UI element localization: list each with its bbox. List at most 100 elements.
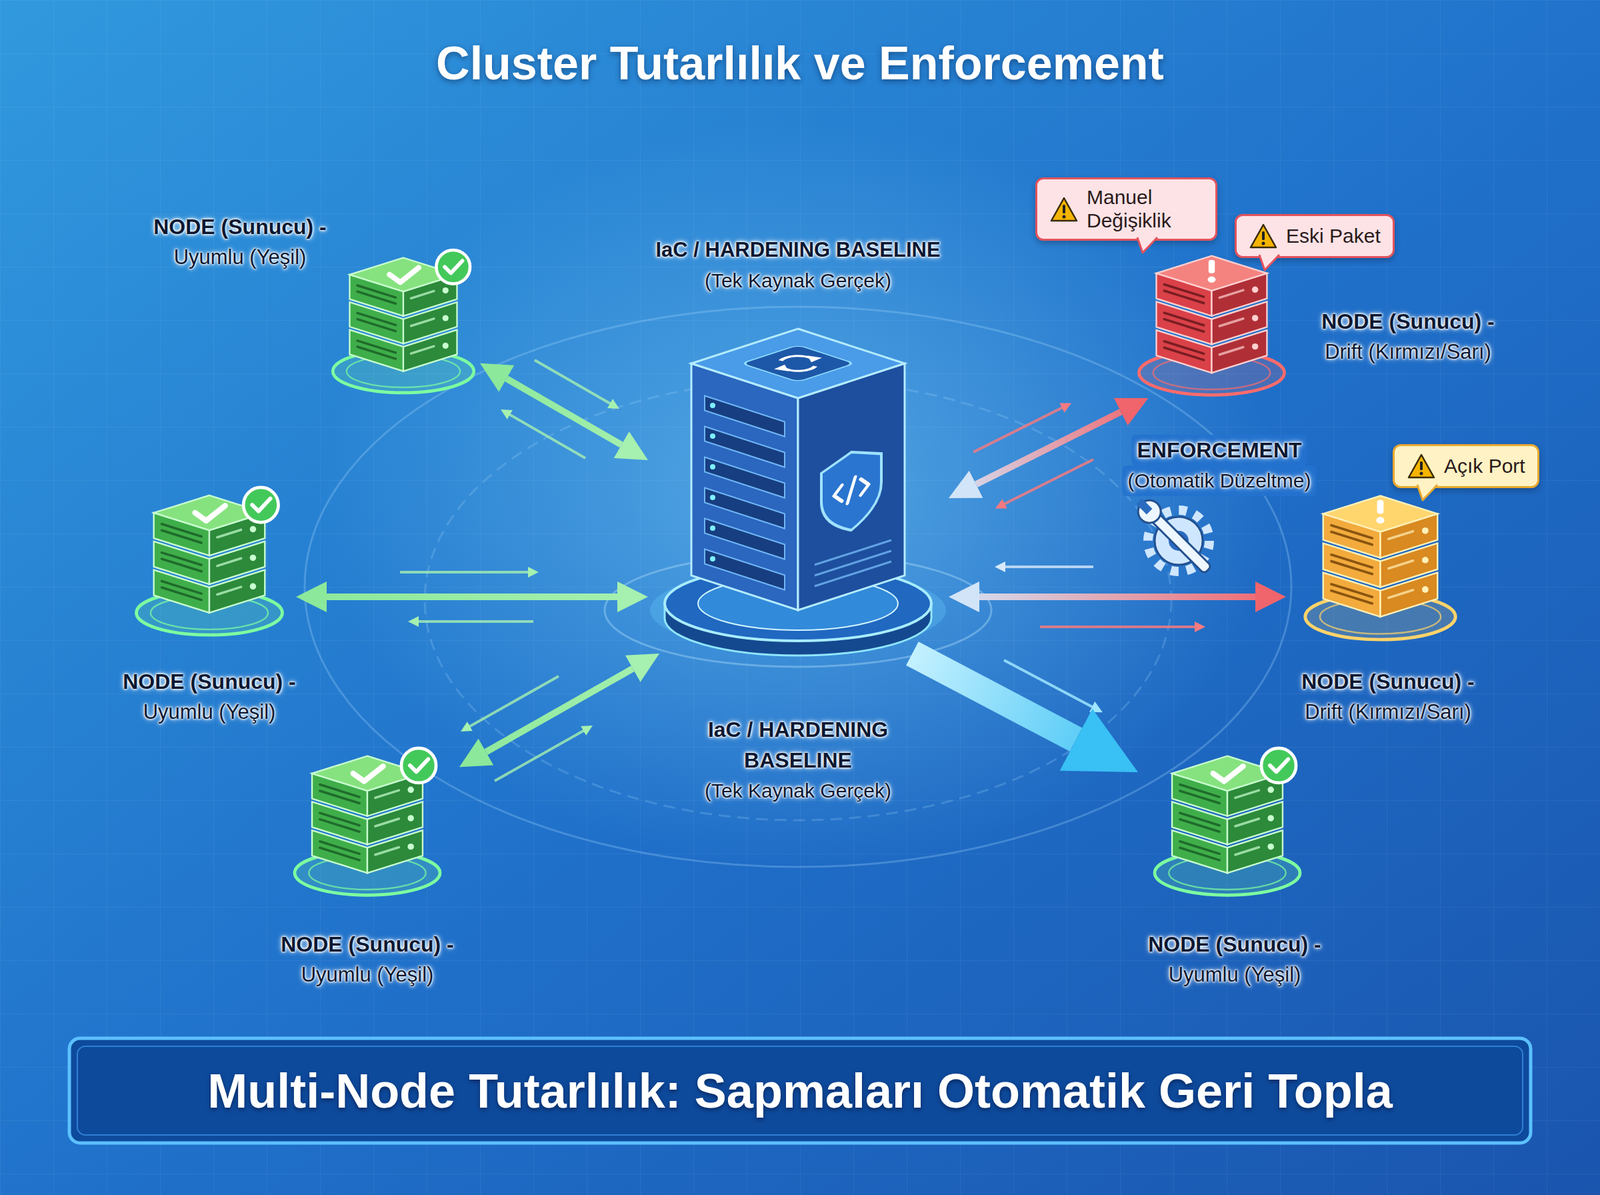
server-vent (357, 291, 396, 304)
server-icon (122, 479, 296, 638)
server-vent (357, 340, 396, 353)
server-vent (217, 558, 242, 566)
enforcement-note: (Otomatik Düzeltme) (1122, 465, 1316, 496)
flow-arrow (1000, 565, 1094, 568)
wrench (1131, 493, 1216, 578)
hub-top (691, 328, 905, 398)
status-badge (401, 748, 436, 783)
server-vent (411, 346, 435, 354)
server-light (1422, 527, 1429, 534)
hub-face (798, 363, 905, 610)
server-vent (1235, 818, 1260, 826)
node-label-wrap: NODE (Sunucu) -Uyumlu (Yeşil) (153, 211, 327, 273)
hub-icon (648, 316, 949, 654)
shield (821, 442, 882, 540)
node-title: NODE (Sunucu) - (153, 211, 327, 242)
drift-server: NODE (Sunucu) -Drift (Kırmızı/Sarı) (1286, 479, 1475, 643)
node-title: NODE (Sunucu) - (280, 928, 454, 960)
node-status: Uyumlu (Yeşil) (280, 959, 454, 990)
callout-tail-fill (1137, 236, 1158, 253)
callout-body: Manuel Değişiklik (1086, 186, 1204, 232)
enforcement-label: ENFORCEMENT (1131, 434, 1307, 466)
flow-arrows (400, 360, 1200, 781)
server-vent (320, 847, 360, 860)
caption-banner (69, 1038, 1531, 1143)
hub-vent (814, 550, 892, 576)
server-vent (1164, 312, 1204, 326)
status-check (444, 260, 462, 273)
sync-arrows (774, 355, 822, 372)
warning-icon (1049, 196, 1079, 223)
hub-light (710, 494, 716, 500)
shield-icon (821, 442, 882, 540)
server-vent (1180, 790, 1220, 804)
node-status: Drift (Kırmızı/Sarı) (1301, 696, 1475, 728)
sync-arrow-head (807, 355, 822, 362)
callout-tail-edge (1137, 237, 1158, 253)
server-vent (1164, 341, 1204, 354)
node-title: NODE (Sunucu) - (122, 666, 296, 697)
server-vent (375, 846, 400, 854)
sync-arrow (506, 378, 622, 445)
node-status: Uyumlu (Yeşil) (1148, 959, 1322, 990)
node-status: Uyumlu (Yeşil) (153, 242, 327, 273)
server-light (1267, 814, 1274, 821)
server-vent (1164, 319, 1204, 332)
server-light (1422, 556, 1429, 564)
server-vent (1331, 554, 1372, 568)
server-vent (1388, 590, 1414, 598)
warning-mark (1262, 231, 1265, 240)
hub-vent (814, 561, 892, 586)
hub-light (710, 402, 716, 408)
server-light (442, 342, 449, 349)
warning-mark (1062, 204, 1066, 214)
caption-wrap: Multi-Node Tutarlılık: Sapmaları Otomati… (207, 1062, 1393, 1119)
warning-mark (1262, 242, 1266, 246)
server-vent (1219, 290, 1244, 298)
server-vent (411, 318, 435, 326)
server-vent (1180, 847, 1220, 860)
check-mark (353, 766, 384, 782)
server-light (1422, 586, 1429, 593)
callout-tail-edge (1259, 254, 1280, 270)
node-status: Drift (Kırmızı/Sarı) (1321, 336, 1495, 368)
server-vent (1164, 290, 1204, 304)
server-vent (1180, 819, 1220, 832)
callout-tail (1137, 236, 1158, 254)
flow-arrow (1040, 625, 1200, 628)
sync-icon-plate (741, 344, 855, 382)
warning-triangle (1408, 454, 1434, 478)
server-icon (326, 240, 480, 398)
server-light (1252, 314, 1258, 321)
warning-triangle (1250, 224, 1276, 248)
callout-tail (1417, 484, 1438, 502)
node-label-wrap: NODE (Sunucu) -Uyumlu (Yeşil) (122, 666, 296, 728)
caption-text: Multi-Node Tutarlılık: Sapmaları Otomati… (207, 1062, 1393, 1119)
server-top (1156, 256, 1268, 291)
alert-mark (1208, 260, 1215, 274)
server-vent (162, 580, 202, 594)
enforcement-note-wrap: (Otomatik Düzeltme) (1122, 465, 1316, 496)
flow-arrow (400, 570, 534, 574)
check-mark (389, 267, 419, 282)
check-mark (195, 505, 226, 521)
server-light (442, 287, 449, 294)
server-vent (375, 790, 400, 798)
warning-icon (1406, 452, 1436, 480)
server-light (407, 843, 414, 850)
node-status: Uyumlu (Yeşil) (122, 696, 296, 728)
server-light (1252, 286, 1258, 293)
server-light (407, 786, 414, 793)
compliant-server: NODE (Sunucu) -Uyumlu (Yeşil) (275, 740, 460, 898)
server-vent (217, 529, 242, 537)
server-vent (1164, 347, 1204, 360)
compliant-server: NODE (Sunucu) -Uyumlu (Yeşil) (326, 240, 480, 398)
alert-mark (1376, 516, 1384, 524)
alert-mark (1208, 276, 1216, 283)
callout-text: Manuel Değişiklik (1086, 186, 1204, 232)
callout-tail-edge (1417, 484, 1438, 500)
hub-face (691, 363, 798, 610)
flow-arrow (413, 620, 534, 623)
server-light (1267, 843, 1274, 850)
